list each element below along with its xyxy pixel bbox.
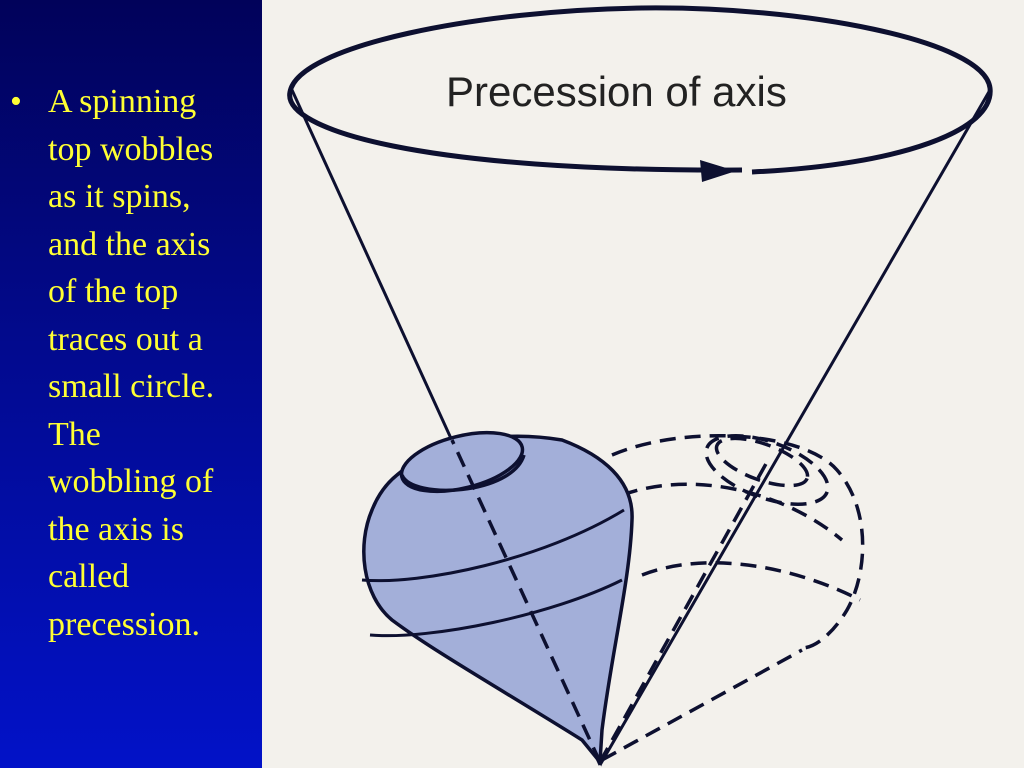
bullet-line: wobbling of — [48, 463, 214, 500]
precession-cone-lines — [290, 89, 992, 766]
diagram-label: Precession of axis — [446, 68, 787, 115]
bullet-line: as it spins, — [48, 178, 191, 215]
bullet-point: • A spinning top wobbles as it spins, an… — [10, 78, 255, 648]
bullet-text: A spinning top wobbles as it spins, and … — [48, 78, 255, 648]
bullet-line: small circle. — [48, 368, 215, 405]
bullet-dot-icon: • — [10, 83, 22, 120]
ghost-axis-dashed — [598, 461, 769, 763]
precession-diagram-panel: Precession of axis — [262, 0, 1024, 768]
bullet-line: the axis is — [48, 510, 184, 548]
bullet-line: and the axis — [48, 225, 211, 263]
bullet-line: of the top — [48, 273, 179, 310]
precession-diagram: Precession of axis — [287, 5, 993, 767]
slide-text-panel: • A spinning top wobbles as it spins, an… — [0, 0, 262, 768]
bullet-line: The — [48, 415, 101, 453]
ghost-top-outline — [601, 433, 865, 762]
bullet-line: called — [48, 558, 130, 595]
spin-axis-dashed — [450, 439, 602, 763]
bullet-line: top wobbles — [48, 130, 214, 168]
bullet-line: traces out a — [48, 320, 203, 358]
bullet-line: precession. — [48, 605, 201, 643]
bullet-line: A spinning — [48, 83, 197, 120]
spinning-top-body — [361, 430, 634, 767]
precession-arrow-icon — [700, 160, 736, 182]
precession-ellipse — [287, 5, 993, 175]
